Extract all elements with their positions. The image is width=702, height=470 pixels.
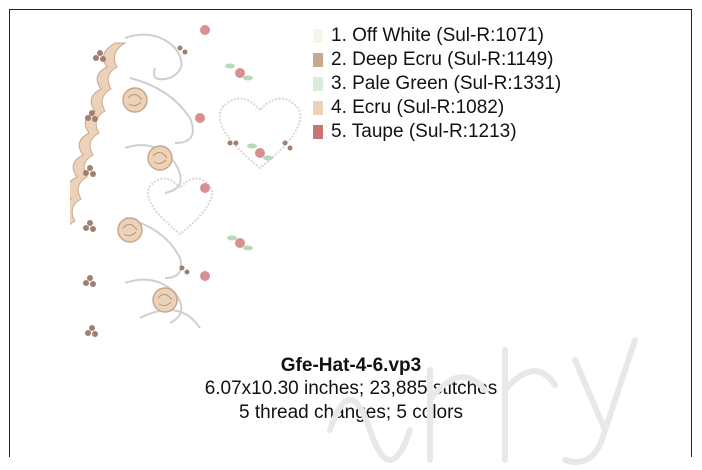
color-swatch <box>313 101 323 115</box>
embroidery-design-preview <box>70 25 302 337</box>
preview-frame <box>9 9 692 457</box>
color-swatch <box>313 125 323 139</box>
thread-color-label: 3. Pale Green (Sul-R:1331) <box>331 73 562 94</box>
design-dimensions: 6.07x10.30 inches; 23,885 stitches <box>204 378 498 399</box>
thread-color-item: 5. Taupe (Sul-R:1213) <box>313 120 561 144</box>
design-info: Gfe-Hat-4-6.vp3 6.07x10.30 inches; 23,88… <box>0 354 702 425</box>
thread-color-label: 4. Ecru (Sul-R:1082) <box>331 97 505 118</box>
thread-color-label: 2. Deep Ecru (Sul-R:1149) <box>331 49 554 70</box>
color-swatch <box>313 53 323 67</box>
thread-color-list: 1. Off White (Sul-R:1071) 2. Deep Ecru (… <box>313 24 561 144</box>
thread-color-item: 1. Off White (Sul-R:1071) <box>313 24 561 48</box>
thread-color-label: 1. Off White (Sul-R:1071) <box>331 25 544 46</box>
thread-color-item: 3. Pale Green (Sul-R:1331) <box>313 72 561 96</box>
color-swatch <box>313 77 323 91</box>
thread-color-label: 5. Taupe (Sul-R:1213) <box>331 121 517 142</box>
design-summary: 5 thread changes; 5 colors <box>239 402 463 423</box>
design-filename: Gfe-Hat-4-6.vp3 <box>280 355 422 376</box>
color-swatch <box>313 29 323 43</box>
thread-color-item: 2. Deep Ecru (Sul-R:1149) <box>313 48 561 72</box>
thread-color-item: 4. Ecru (Sul-R:1082) <box>313 96 561 120</box>
